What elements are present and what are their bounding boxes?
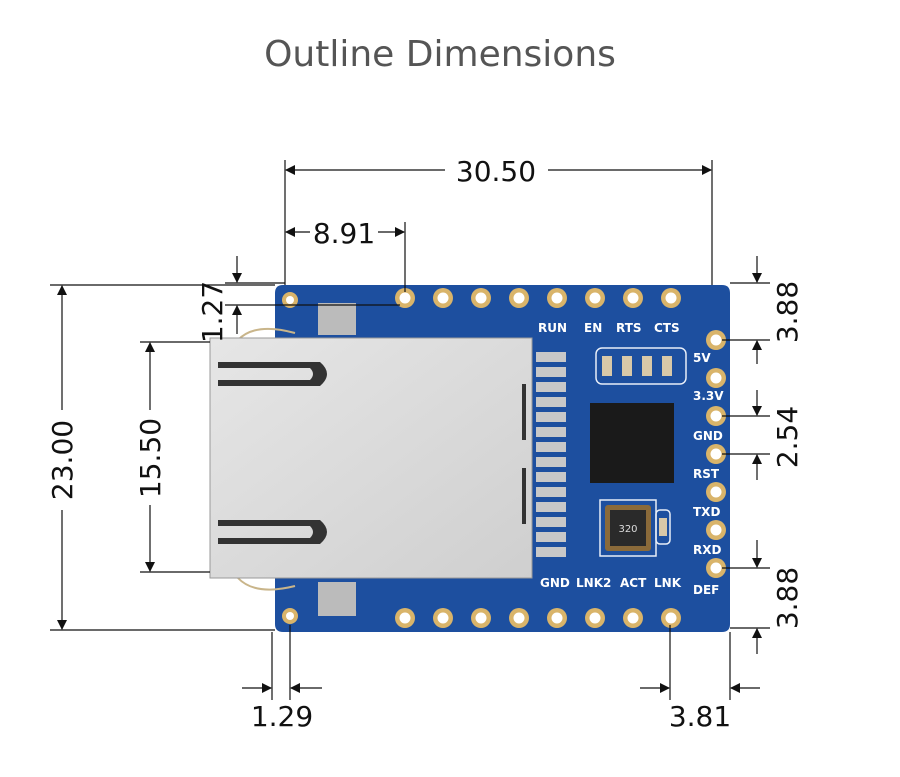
label-en: EN: [584, 321, 602, 335]
dim-top-edge-offset: 1.27: [196, 281, 229, 343]
pin-hole: [710, 372, 722, 384]
label-rxd: RXD: [693, 543, 721, 557]
pin-hole: [710, 334, 722, 346]
dim-right-bottom-offset: 3.88: [771, 567, 804, 629]
pin-hole: [710, 562, 722, 574]
label-txd: TXD: [693, 505, 720, 519]
jack-pin: [536, 487, 566, 497]
label-act: ACT: [620, 576, 647, 590]
pin-hole: [710, 486, 722, 498]
dimension-lines: 30.50 8.91 1.27 23.00 15.50 3.88 2.54: [46, 155, 804, 733]
page-title: Outline Dimensions: [264, 34, 616, 75]
pin-hole: [437, 292, 449, 304]
pin-hole: [665, 292, 677, 304]
dim-pin1-offset: 8.91: [313, 217, 375, 250]
pin-hole: [475, 292, 487, 304]
rj45-jack: [209, 327, 566, 591]
shield-tab: [318, 303, 356, 335]
dim-pin-pitch: 2.54: [771, 406, 804, 468]
pin-hole: [551, 612, 563, 624]
bottom-pin-pads: [395, 608, 681, 628]
right-pin-pads: [706, 330, 726, 578]
dim-left-hole-offset: 1.29: [251, 700, 313, 733]
jack-pin: [536, 457, 566, 467]
pin-hole: [437, 612, 449, 624]
dim-right-top-offset: 3.88: [771, 281, 804, 343]
led-resistors: [595, 347, 687, 385]
pin-hole: [710, 524, 722, 536]
pin-hole: [399, 612, 411, 624]
jack-pin: [536, 502, 566, 512]
jack-pin: [536, 382, 566, 392]
label-5v: 5V: [693, 351, 711, 365]
pin-hole: [399, 292, 411, 304]
label-cts: CTS: [654, 321, 680, 335]
pin-hole: [513, 612, 525, 624]
label-lnk2: LNK2: [576, 576, 611, 590]
crystal-marking: 320: [618, 524, 637, 535]
label-gnd-bottom: GND: [540, 576, 570, 590]
jack-pin: [536, 547, 566, 557]
pin-hole: [665, 612, 677, 624]
jack-pin: [536, 352, 566, 362]
shield-tab: [318, 582, 356, 616]
main-chip: [590, 403, 674, 483]
pin-hole: [627, 292, 639, 304]
pin-hole: [475, 612, 487, 624]
dim-overall-width: 30.50: [456, 155, 536, 188]
jack-pin: [536, 442, 566, 452]
jack-pin: [536, 517, 566, 527]
jack-pin: [536, 532, 566, 542]
dim-overall-height: 23.00: [46, 420, 79, 500]
label-rts: RTS: [616, 321, 642, 335]
jack-pin: [536, 397, 566, 407]
dim-jack-height: 15.50: [134, 418, 167, 498]
label-gnd: GND: [693, 429, 723, 443]
label-3v3: 3.3V: [693, 389, 724, 403]
jack-pin: [536, 472, 566, 482]
label-rst: RST: [693, 467, 720, 481]
pin-hole: [513, 292, 525, 304]
pin-hole: [551, 292, 563, 304]
pin-hole: [710, 410, 722, 422]
pin-hole: [589, 612, 601, 624]
jack-pin: [536, 367, 566, 377]
dim-right-hole-offset: 3.81: [669, 700, 731, 733]
jack-pin: [536, 412, 566, 422]
label-run: RUN: [538, 321, 567, 335]
pin-hole: [710, 448, 722, 460]
pin-hole: [589, 292, 601, 304]
top-pin-pads: [395, 288, 681, 308]
jack-pin: [536, 427, 566, 437]
pin-hole: [627, 612, 639, 624]
label-lnk: LNK: [654, 576, 682, 590]
label-def: DEF: [693, 583, 719, 597]
